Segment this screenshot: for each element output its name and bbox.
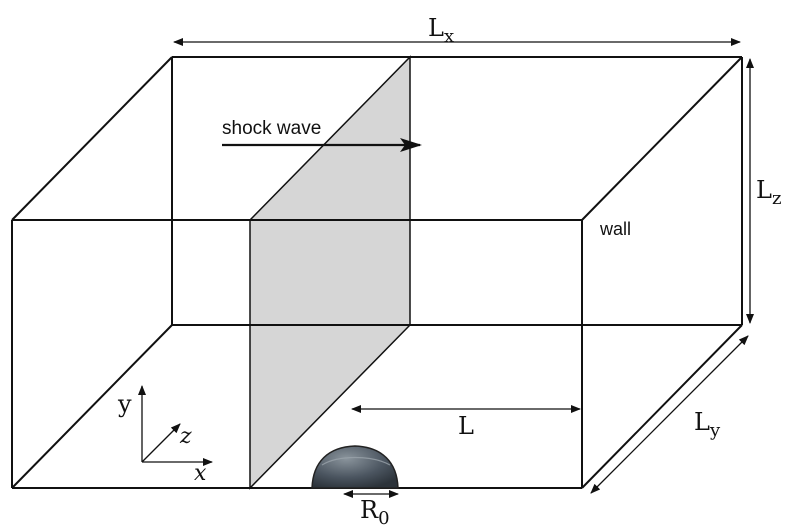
label-shock-wave: shock wave	[222, 118, 321, 139]
label-l: L	[458, 412, 474, 440]
label-wall: wall	[599, 219, 631, 239]
label-lz: Lz	[756, 176, 781, 209]
label-lx: Lx	[428, 14, 454, 47]
ly-dimension-arrow	[590, 335, 749, 494]
label-r0: R0	[360, 496, 390, 527]
coordinate-axes	[138, 385, 213, 466]
axis-label-x: x	[194, 461, 207, 486]
axis-label-y: y	[117, 390, 132, 418]
label-ly: Ly	[694, 408, 721, 441]
box-back-face	[171, 56, 743, 326]
bubble-rim	[321, 456, 391, 466]
box-front-face	[11, 219, 583, 489]
bubble	[311, 445, 399, 489]
axis-label-z: z	[179, 424, 192, 449]
